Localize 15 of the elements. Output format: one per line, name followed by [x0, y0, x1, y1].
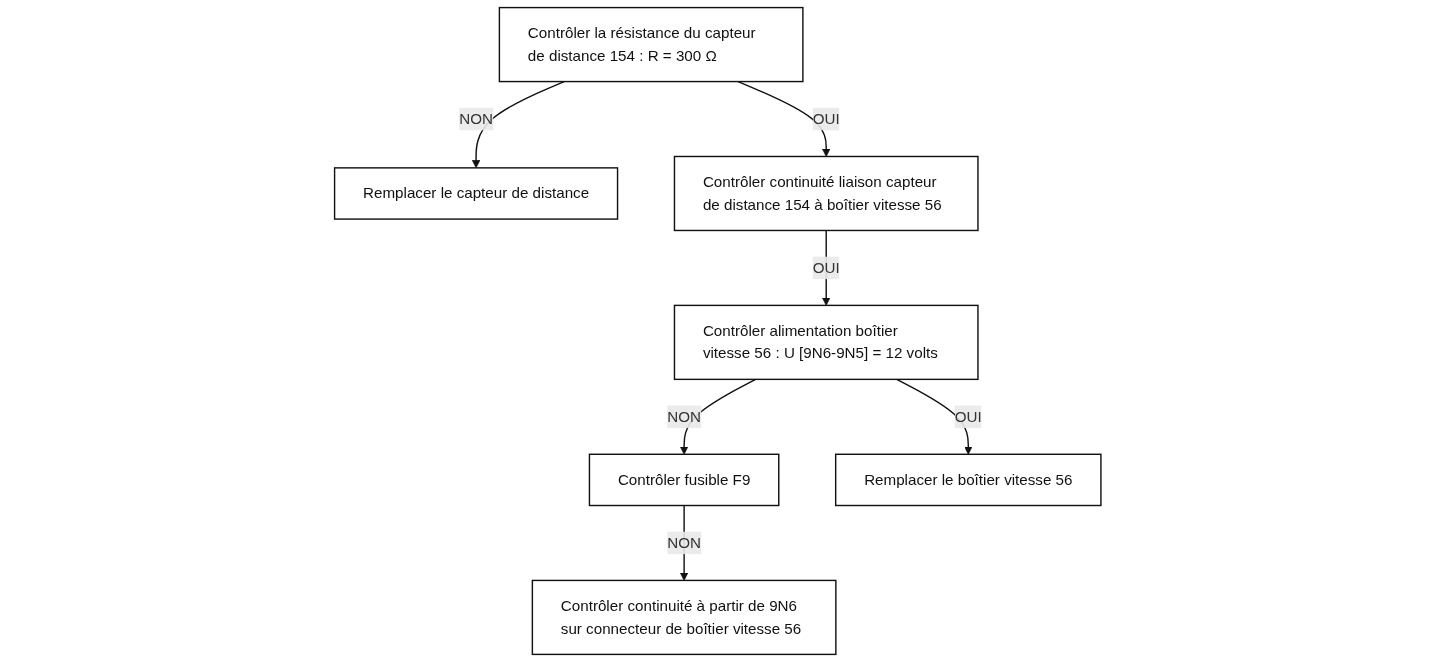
- edge-label: OUI: [954, 408, 982, 425]
- edge-label: OUI: [812, 110, 840, 127]
- node-box: Contrôler continuité à partir de 9N6 sur connecteur de boîtier vitesse 56: [531, 579, 837, 656]
- node-box: Contrôler la résistance du capteur de distance 154 : R = 300 Ω: [498, 6, 804, 83]
- node-box: Contrôler fusible F9: [588, 453, 780, 507]
- node-box: Remplacer le boîtier vitesse 56: [834, 453, 1102, 507]
- node-box: Remplacer le capteur de distance: [333, 167, 618, 220]
- arrow: [737, 80, 831, 157]
- edge-label: OUI: [812, 259, 840, 276]
- edge-label: NON: [458, 110, 493, 127]
- arrow: [471, 80, 565, 169]
- node-box: Contrôler continuité liaison capteur de distance 154 à boîtier vitesse 56: [673, 155, 979, 232]
- edge-label: NON: [667, 408, 701, 425]
- node-box: Contrôler alimentation boîtier vitesse 56 : U [9N6-9N5] = 12 volts: [673, 304, 979, 381]
- edge-label: NON: [667, 534, 701, 551]
